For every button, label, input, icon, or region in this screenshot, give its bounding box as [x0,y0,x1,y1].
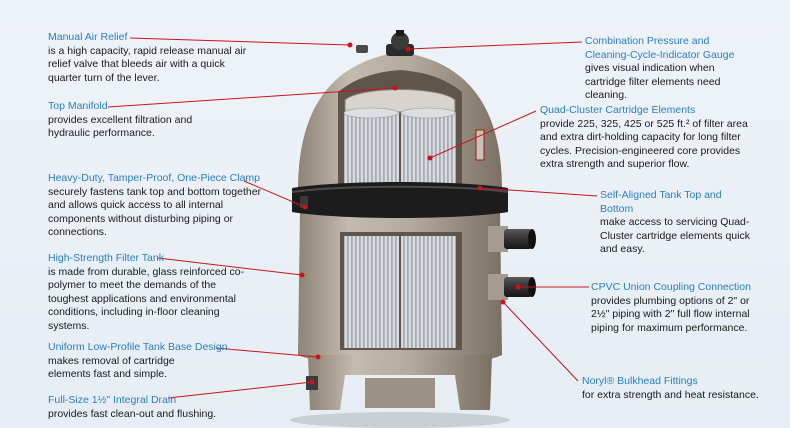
tank-base [308,355,492,410]
callout-title: Manual Air Relief [48,31,128,43]
callout-description: provides excellent filtration and hydrau… [48,113,193,140]
callout-title: Heavy-Duty, Tamper-Proof, One-Piece Clam… [48,172,261,184]
callout-title: Self-Aligned Tank Top and Bottom [600,189,722,215]
callout-top-manifold: Top Manifold provides excellent filtrati… [48,100,218,141]
callout-description: provides fast clean-out and flushing. [48,407,217,420]
callout-clamp: Heavy-Duty, Tamper-Proof, One-Piece Clam… [48,172,273,240]
air-relief-valve [391,32,409,50]
callout-title: Top Manifold [48,100,108,112]
callout-aligned: Self-Aligned Tank Top and Bottom make ac… [600,189,750,257]
callout-title: Combination Pressure and Cleaning-Cycle-… [585,35,735,61]
callout-title: Noryl® Bulkhead Fittings [582,375,698,387]
callout-union: CPVC Union Coupling Connection provides … [591,281,756,335]
callout-description: provides plumbing options of 2" or 2½" p… [591,294,750,334]
callout-title: Uniform Low-Profile Tank Base Design [48,341,228,353]
cartridge-element [344,112,399,184]
callout-description: securely fastens tank top and bottom tog… [48,185,262,239]
callout-description: make access to servicing Quad-Cluster ca… [600,216,750,256]
callout-title: High-Strength Filter Tank [48,252,164,264]
callout-description: for extra strength and heat resistance. [582,388,759,401]
cartridge-element [401,236,456,348]
callout-title: CPVC Union Coupling Connection [591,281,751,293]
callout-title: Quad-Cluster Cartridge Elements [540,104,696,116]
base-web [365,378,435,408]
callout-base: Uniform Low-Profile Tank Base Design mak… [48,341,228,382]
callout-description: is a high capacity, rapid release manual… [48,44,247,84]
leader-lines [107,37,598,399]
floor-shadow [290,412,510,428]
upper-union [504,229,532,249]
lower-bulkhead [488,274,508,300]
callout-gauge: Combination Pressure and Cleaning-Cycle-… [585,35,755,103]
callout-description: is made from durable, glass reinforced c… [48,265,245,332]
callout-fittings: Noryl® Bulkhead Fittings for extra stren… [582,375,772,402]
upper-bulkhead [488,226,508,252]
cartridge-element [344,236,399,348]
clamp-band [292,182,508,218]
callout-elements: Quad-Cluster Cartridge Elements provide … [540,104,750,172]
top-manifold [344,89,456,113]
brand-label [475,129,485,161]
callout-air-relief: Manual Air Relief is a high capacity, ra… [48,31,248,85]
callout-description: provide 225, 325, 425 or 525 ft.² of fil… [540,117,748,171]
callout-title: Full-Size 1½" Integral Drain [48,394,177,406]
callout-description: gives visual indication when cartridge f… [585,62,721,102]
callout-tank: High-Strength Filter Tank is made from d… [48,252,258,334]
callout-description: makes removal of cartridge elements fast… [48,354,175,381]
cartridge-element [401,112,456,184]
air-relief-lever [356,45,368,53]
callout-drain: Full-Size 1½" Integral Drain provides fa… [48,394,248,421]
